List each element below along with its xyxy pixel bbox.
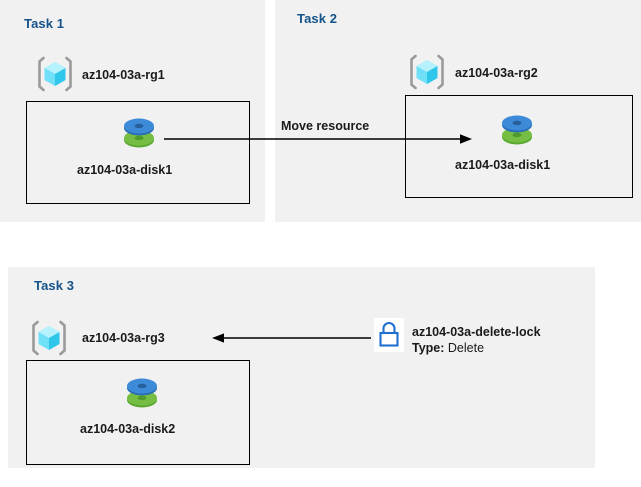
resource-group-3-boundary [26, 360, 250, 465]
disk-3-label: az104-03a-disk2 [80, 422, 176, 436]
resource-group-1-boundary [26, 101, 250, 204]
resource-group-2-boundary [405, 95, 633, 198]
task-panel-2 [275, 0, 641, 222]
managed-disk-icon [120, 113, 158, 153]
managed-disk-icon [498, 110, 536, 150]
resource-group-icon [30, 319, 68, 357]
lock-icon [374, 318, 404, 352]
resource-group-icon [36, 55, 74, 93]
lock-applies-to-arrow [212, 333, 371, 343]
task-1-title: Task 1 [24, 16, 65, 31]
task-3-title: Task 3 [34, 278, 75, 293]
task-2-title: Task 2 [297, 11, 338, 26]
move-resource-arrow [164, 134, 472, 144]
task-panel-1 [0, 0, 265, 222]
resource-group-icon [408, 53, 446, 91]
task-panel-3 [8, 267, 595, 468]
move-resource-arrow-label: Move resource [281, 119, 370, 133]
lock-type-value: Delete [447, 341, 485, 355]
disk-2-label: az104-03a-disk1 [455, 158, 551, 172]
disk-1-label: az104-03a-disk1 [77, 163, 173, 177]
lock-type-label: Type: Delete [412, 341, 484, 355]
managed-disk-icon [123, 373, 161, 413]
resource-group-1-label: az104-03a-rg1 [82, 68, 165, 82]
lock-name-label: az104-03a-delete-lock [412, 325, 541, 339]
resource-group-3-label: az104-03a-rg3 [82, 331, 165, 345]
resource-group-2-label: az104-03a-rg2 [455, 66, 538, 80]
lock-type-key: Type: [412, 341, 445, 355]
